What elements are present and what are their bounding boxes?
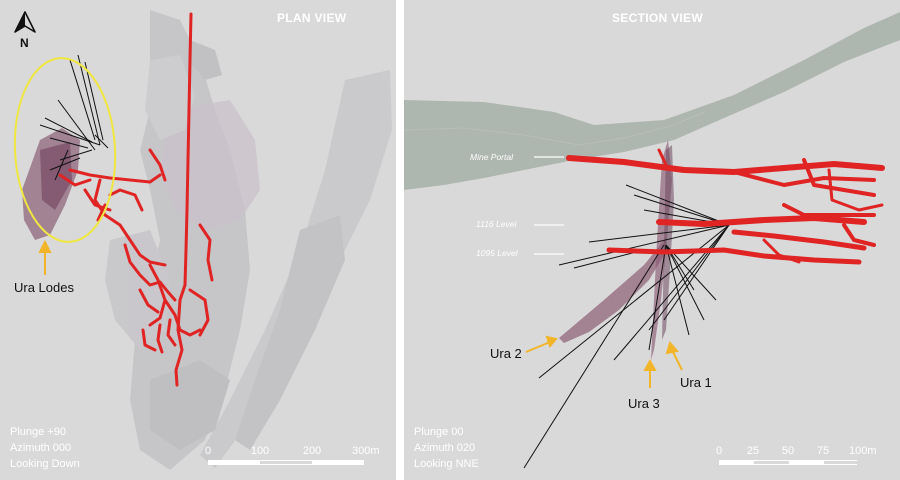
section-scale-seg-3	[789, 460, 824, 465]
ura-2-callout: Ura 2	[490, 346, 522, 361]
section-scale-100: 100m	[849, 445, 877, 457]
plan-view-scene	[13, 10, 392, 470]
topography-surface	[404, 12, 900, 190]
section-scale-bar: 0 25 50 75 100m	[715, 445, 877, 469]
section-underground-drives	[566, 148, 885, 265]
plan-drill-holes	[39, 54, 109, 181]
north-arrow-icon	[14, 11, 36, 33]
section-callout-arrows	[525, 335, 683, 388]
section-view-scene	[404, 12, 900, 469]
ura-lodes-outline	[13, 57, 117, 243]
north-arrow: N	[8, 8, 42, 57]
plan-view-title: PLAN VIEW	[277, 11, 347, 25]
section-plunge: Plunge 00	[414, 426, 464, 438]
ura-lodes-arrow	[38, 239, 52, 275]
section-scale-25: 25	[746, 445, 760, 457]
section-scale-0: 0	[715, 445, 723, 457]
plan-scale-0: 0	[204, 445, 212, 457]
plan-view-panel: N PLAN VIEW Ura Lodes Plunge +90 Azimuth…	[0, 0, 396, 480]
level-marker-lines	[534, 156, 564, 255]
section-scale-seg-1	[719, 460, 754, 465]
ura-1-callout: Ura 1	[680, 375, 712, 390]
plan-view-info: Plunge +90 Azimuth 000 Looking Down	[10, 424, 80, 472]
plan-scale-seg-2	[260, 460, 312, 465]
plan-scale-bar: 0 100 200 300m	[204, 445, 380, 469]
section-view-info: Plunge 00 Azimuth 020 Looking NNE	[414, 424, 479, 472]
section-scale-50: 50	[781, 445, 795, 457]
plan-scale-300: 300m	[352, 445, 380, 457]
section-view-title: SECTION VIEW	[612, 11, 703, 25]
plan-scale-200: 200	[302, 445, 322, 457]
ura-3-callout: Ura 3	[628, 396, 660, 411]
section-scale-seg-4	[824, 460, 857, 465]
north-label: N	[20, 36, 29, 50]
section-scale-seg-2	[754, 460, 789, 465]
plan-azimuth: Azimuth 000	[10, 442, 72, 454]
plan-orebody-shapes	[105, 10, 392, 470]
section-drill-holes	[523, 184, 730, 469]
plan-looking: Looking Down	[10, 458, 80, 470]
plan-scale-seg-1	[208, 460, 260, 465]
plan-scale-100: 100	[250, 445, 270, 457]
section-view-panel: SECTION VIEW Mine Portal 1116 Level 1095…	[404, 0, 900, 480]
section-azimuth: Azimuth 020	[414, 442, 476, 454]
plan-plunge: Plunge +90	[10, 426, 66, 438]
level-label-portal: Mine Portal	[470, 152, 513, 162]
level-label-1116: 1116 Level	[476, 219, 517, 229]
plan-scale-seg-3	[312, 460, 364, 465]
level-label-1095: 1095 Level	[476, 248, 518, 258]
ura-lodes-callout: Ura Lodes	[14, 280, 74, 295]
section-looking: Looking NNE	[414, 458, 479, 470]
section-scale-75: 75	[816, 445, 830, 457]
plan-underground-drives	[58, 12, 214, 387]
